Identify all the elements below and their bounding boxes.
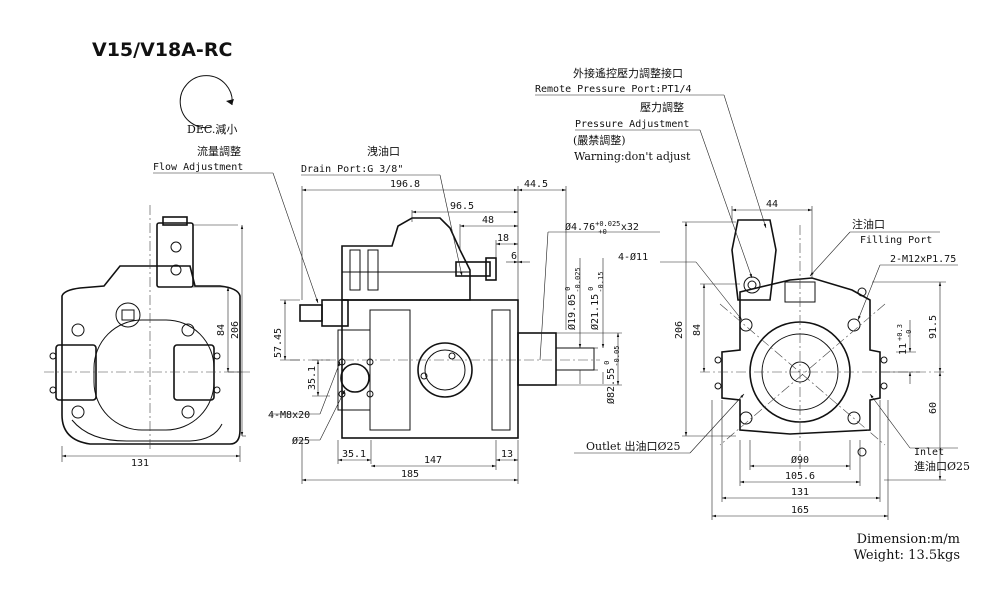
right-dim-60: 60 <box>928 402 939 414</box>
dec-label: DEC.減小 <box>187 122 237 136</box>
side-dim-96-5: 96.5 <box>450 201 474 212</box>
rotation-arrow-icon <box>179 75 234 129</box>
left-dim-width: 131 <box>131 458 149 469</box>
weight-note: Weight: 13.5kgs <box>853 548 960 563</box>
right-dim-91: 91.5 <box>928 315 939 339</box>
bolts-label: 4-M8x20 <box>268 410 310 421</box>
flow-label-cn: 流量調整 <box>197 144 241 158</box>
side-dim-18: 18 <box>497 233 509 244</box>
right-view <box>574 206 958 520</box>
drain-label-en: Drain Port:G 3/8" <box>301 164 403 175</box>
outlet-label: Outlet 出油口Ø25 <box>586 439 680 453</box>
right-dim-131: 131 <box>791 487 809 498</box>
holes-label: 4-Ø11 <box>618 251 648 263</box>
side-dim-35-h: 35.1 <box>342 449 366 460</box>
pressure-label-en: Pressure Adjustment <box>575 119 689 130</box>
right-dim-44: 44 <box>766 199 778 210</box>
side-dim-19: Ø19.050-0.025 <box>564 267 582 330</box>
side-view <box>270 186 660 484</box>
pressure-warn-cn: (嚴禁調整) <box>573 133 626 147</box>
right-dim-105: 105.6 <box>785 471 815 482</box>
filling-label-cn: 注油口 <box>852 217 885 231</box>
side-dim-44-5: 44.5 <box>524 179 548 190</box>
inlet-label-cn: 進油口Ø25 <box>914 459 970 473</box>
right-dim-165: 165 <box>791 505 809 516</box>
left-dim-206: 206 <box>230 321 241 339</box>
side-dim-57: 57.45 <box>273 328 284 358</box>
side-dim-82: Ø82.550-0.05 <box>603 346 621 404</box>
dimension-note: Dimension:m/m <box>856 532 960 547</box>
right-dim-206: 206 <box>674 321 685 339</box>
remote-label-cn: 外接遙控壓力調整接口 <box>573 66 683 80</box>
side-dim-21: Ø21.150-0.15 <box>587 272 605 330</box>
right-dim-11: 11+0.3-0 <box>896 324 913 355</box>
drawing-title: V15/V18A-RC <box>92 39 232 61</box>
side-dim-196: 196.8 <box>390 179 420 190</box>
side-dim-35-v: 35.1 <box>307 366 318 390</box>
side-dim-147: 147 <box>424 455 442 466</box>
remote-label-en: Remote Pressure Port:PT1/4 <box>535 84 692 95</box>
side-dim-185: 185 <box>401 469 419 480</box>
pressure-label-cn: 壓力調整 <box>640 100 684 114</box>
right-dim-84: 84 <box>692 324 703 336</box>
filling-label-en: Filling Port <box>860 235 932 246</box>
inlet-label-en: Inlet <box>914 447 944 458</box>
side-dim-13: 13 <box>501 449 513 460</box>
side-dim-48: 48 <box>482 215 494 226</box>
port-label: Ø25 <box>292 435 310 447</box>
drain-label-cn: 洩油口 <box>367 144 400 158</box>
left-dim-84: 84 <box>216 324 227 336</box>
flow-label-en: Flow Adjustment <box>153 162 243 173</box>
side-dim-6: 6 <box>511 251 517 262</box>
tap-label: 2-M12xP1.75 <box>890 254 956 265</box>
pressure-warn-en: Warning:don't adjust <box>574 150 691 163</box>
right-dim-90: Ø90 <box>791 454 809 466</box>
left-view <box>44 205 250 462</box>
